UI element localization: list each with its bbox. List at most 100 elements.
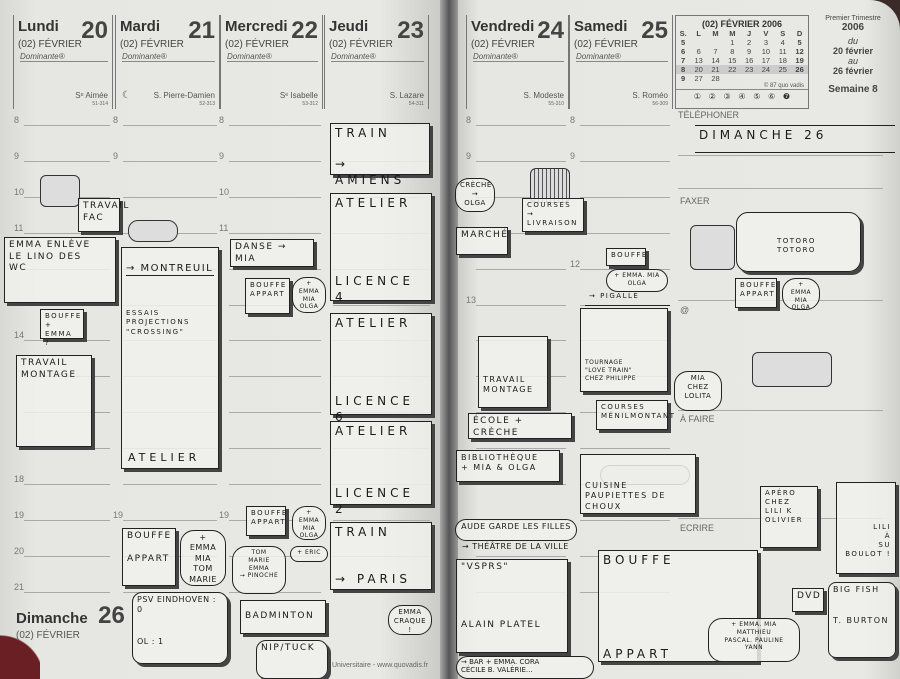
month: (02) FÉVRIER [16, 630, 80, 641]
note-dvd: DVD [792, 588, 824, 612]
note-bouffe-appart-mercredi-soir: BOUFFE APPART [246, 506, 286, 536]
note-theatre: → THÉÂTRE DE LA VILLE [462, 542, 569, 551]
day-number: 24 [537, 17, 564, 44]
day-name: Mercredi [225, 18, 288, 35]
calendar-day-cell: 10 [761, 47, 771, 56]
dominante: Dominante® [20, 52, 109, 62]
hour-line [123, 196, 217, 198]
day-name: Samedi [574, 18, 628, 35]
hour-label: 19 [219, 509, 230, 520]
note-courses-livraison: COURSES → LIVRAISON [522, 198, 584, 232]
hour-label: 19 [14, 509, 25, 520]
note-train-amiens: TRAIN → AMIENS [330, 123, 430, 187]
weekday-circle: ❼ [782, 92, 791, 101]
note-totoro: TOTORO TOTORO [736, 212, 861, 272]
note-bouffe-appart-dimanche: BOUFFE APPART [735, 278, 777, 308]
day-code: 54-311 [408, 101, 424, 107]
day-code: 55-310 [548, 101, 564, 107]
month: (02) FÉVRIER [18, 39, 82, 50]
hour-label: 18 [14, 474, 25, 484]
dominante: Dominante® [122, 52, 215, 62]
dominante: Dominante® [227, 52, 318, 62]
essais-label: ESSAIS PROJECTIONS "CROSSING" [126, 309, 190, 336]
note-ecole-creche: ÉCOLE + CRÈCHE [468, 413, 572, 439]
computer-drawing [40, 175, 80, 207]
calendar-day-cell: 22 [723, 65, 741, 74]
calendar-day-cell: 7 [681, 56, 686, 65]
day-number: 23 [397, 17, 424, 44]
note-bouffe-appart-mardi: BOUFFE APPART [122, 528, 176, 586]
hour-line [229, 196, 321, 198]
calendar-day-cell: 20 [690, 65, 708, 74]
hour-line [476, 304, 566, 306]
hour-line [476, 232, 566, 234]
calendar-day-cell: 8 [730, 47, 735, 56]
calendar-day-cell: 8 [676, 65, 691, 74]
note-marche: MARCHÉ [456, 227, 508, 255]
calendar-day-cell [724, 74, 741, 83]
calendar-head-cell: S. [679, 29, 687, 38]
note-montreuil: → MONTREUIL ESSAIS PROJECTIONS "CROSSING… [121, 247, 219, 469]
hour-line [229, 340, 321, 342]
moon-icon: ☾ [122, 90, 131, 101]
label-ecrire: ECRIRE [680, 523, 715, 533]
calendar-day-cell: 5 [797, 38, 802, 47]
cloud-tom-marie: TOM MARIE EMMA → PINOCHE [232, 546, 286, 594]
label-email: @ [680, 305, 690, 315]
calendar-head-cell: M [729, 29, 736, 38]
tv-drawing [690, 225, 735, 270]
calendar-day-cell: 12 [795, 47, 804, 56]
to-date: 26 février [832, 66, 874, 76]
hour-label: 10 [219, 186, 230, 197]
calendar-day-cell [774, 74, 791, 83]
hour-line [333, 304, 430, 306]
calendar-head-cell: L [696, 29, 701, 38]
hour-line [123, 519, 217, 521]
hour-line [476, 268, 566, 270]
note-travail-montage: TRAVAIL MONTAGE [16, 355, 92, 447]
calendar-head-cell: D [796, 29, 803, 38]
hour-line [333, 519, 430, 521]
section-line [678, 410, 883, 411]
calendar-day-cell: 21 [707, 65, 724, 74]
note-pigalle: → PIGALLE [585, 292, 670, 306]
note-lili: LILI À SU BOULOT ! [836, 482, 896, 574]
hour-label: 9 [14, 150, 20, 161]
hour-line [123, 484, 217, 485]
calendar-day-cell: 1 [730, 38, 735, 47]
cloud-guests-dimanche: + EMMA MIA OLGA [782, 278, 820, 311]
calendar-day-cell: 9 [747, 47, 752, 56]
hour-line [229, 268, 321, 270]
hour-label: 8 [466, 115, 472, 125]
saint: S. Modeste [523, 91, 564, 100]
hour-label: 13 [466, 294, 477, 305]
section-line [678, 188, 883, 189]
label-telephoner: TÉLÉPHONER [678, 110, 740, 120]
hour-line [229, 484, 321, 485]
day-number: 26 [98, 602, 125, 629]
day-code: 53-312 [302, 101, 318, 107]
saint: S. Pierre-Damien [153, 91, 215, 100]
calendar-day-cell [791, 74, 808, 83]
trimestre: Premier Trimestre [825, 15, 881, 22]
calendar-day-cell: 9 [681, 74, 686, 83]
hour-line [24, 591, 110, 593]
calendar-day-cell: 16 [744, 56, 754, 65]
hour-label: 9 [466, 150, 472, 161]
day-name: Mardi [120, 18, 161, 35]
calendar-day-cell [758, 74, 775, 83]
note-vsprs: "VSPRS" ALAIN PLATEL [456, 559, 568, 653]
cloud-eric: + ERIC [290, 546, 328, 562]
note-danse-mia: DANSE → MIA [230, 239, 314, 267]
tv-niptuck: NIP/TUCK [256, 640, 328, 679]
month: (02) FÉVRIER [225, 39, 289, 50]
hour-label: 11 [14, 222, 24, 233]
hour-label: 8 [570, 115, 576, 125]
note-tournage: TOURNAGE "LOVE TRAIN" CHEZ PHILIPPE [580, 308, 668, 392]
